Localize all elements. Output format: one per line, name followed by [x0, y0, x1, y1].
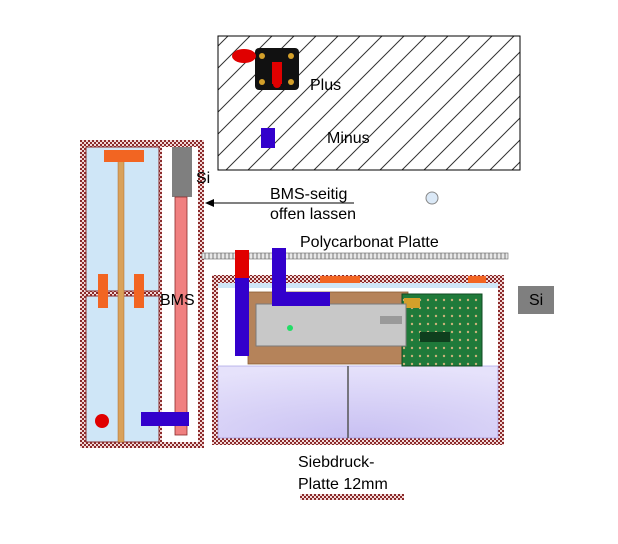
plus-label: Plus — [310, 77, 341, 94]
minus-busbar-vertical — [235, 278, 249, 356]
plus-terminal-side — [235, 250, 249, 278]
side-view-left — [80, 140, 204, 448]
siebdruck-plate — [300, 494, 404, 500]
bms-note-arrow — [205, 199, 354, 207]
minus-terminal-blue — [261, 128, 275, 148]
minus-label: Minus — [327, 130, 370, 147]
si-block-left — [172, 147, 192, 197]
bms-note-line2: offen lassen — [270, 206, 356, 223]
minus-busbar-horizontal — [272, 292, 330, 306]
polycarbonat-label: Polycarbonat Platte — [300, 234, 439, 251]
blue-bar-left — [141, 412, 189, 426]
plus-terminal-red — [232, 49, 256, 63]
battery-top-view — [217, 35, 521, 171]
small-circle-icon — [425, 191, 439, 205]
red-dot — [95, 414, 109, 428]
bms-label: BMS — [160, 292, 195, 309]
si-label-left: Si — [196, 170, 210, 187]
siebdruck-label-line1: Siebdruck- — [298, 454, 374, 471]
red-rod — [174, 196, 188, 436]
polycarbonat-plate — [201, 252, 509, 260]
si-label-right: Si — [529, 292, 543, 309]
si-block-right — [518, 286, 554, 314]
bms-note-line1: BMS-seitig — [270, 186, 347, 203]
siebdruck-label-line2: Platte 12mm — [298, 476, 388, 493]
metal-shield — [255, 303, 407, 347]
front-view-right — [212, 248, 504, 445]
cell-pack — [217, 365, 499, 439]
minus-busbar-upright — [272, 248, 286, 306]
battery-terminal-icon — [255, 48, 299, 90]
